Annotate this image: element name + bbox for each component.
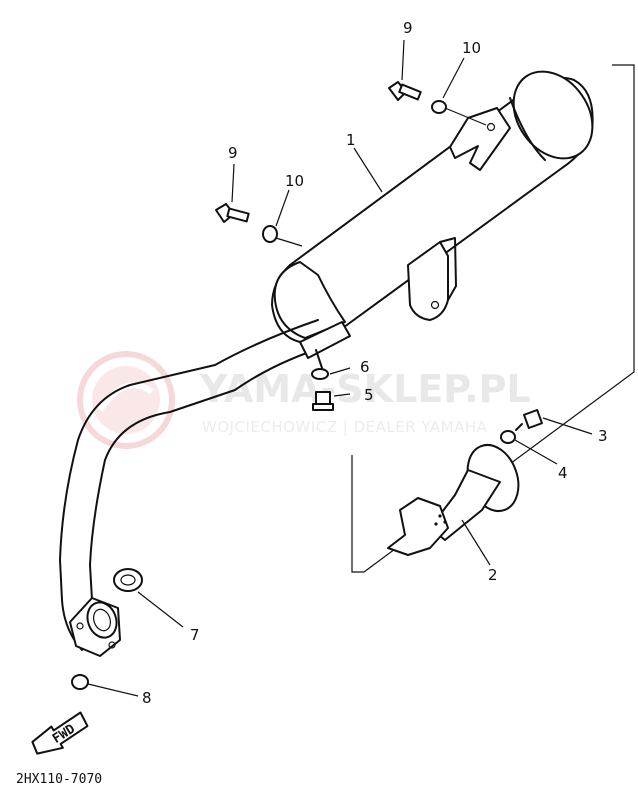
watermark-brand: YAMA-SKLEP.PL	[199, 367, 531, 411]
callout-9-front: 9	[228, 144, 238, 162]
diagram-code: 2HX110-7070	[16, 772, 102, 787]
spark-arrester	[387, 444, 520, 556]
washer-rear	[431, 100, 447, 114]
muffler	[271, 70, 594, 344]
clamp-bolt	[312, 391, 334, 411]
arrester-bolt	[515, 409, 543, 431]
callout-10-front: 10	[285, 172, 304, 190]
callout-9-rear: 9	[403, 19, 413, 37]
watermark-logo	[77, 351, 175, 449]
bolt-front	[215, 203, 250, 223]
exhaust-flange	[69, 597, 121, 657]
hardware	[71, 81, 543, 690]
leader-lines	[87, 39, 593, 697]
callout-6: 6	[360, 358, 370, 376]
arrester-washer	[500, 430, 516, 444]
callout-2: 2	[488, 566, 498, 584]
clamp-washer	[311, 368, 329, 380]
callout-3: 3	[598, 427, 608, 445]
watermark: YAMA-SKLEP.PL WOJCIECHOWICZ | DEALER YAM…	[77, 351, 531, 449]
callout-5: 5	[364, 386, 374, 404]
flange-nut	[71, 674, 89, 690]
callout-1: 1	[346, 131, 356, 149]
fwd-arrow: FWD	[31, 711, 89, 755]
exhaust-gasket	[113, 568, 143, 592]
callout-4: 4	[558, 464, 568, 482]
callout-labels: 1 2 3 4 5 6 7 8 9 10 9 10	[142, 19, 608, 707]
callout-7: 7	[190, 626, 200, 644]
bolt-rear	[388, 81, 422, 101]
washer-front	[262, 225, 278, 243]
callout-10-rear: 10	[462, 39, 481, 57]
watermark-dealer: WOJCIECHOWICZ | DEALER YAMAHA	[202, 418, 488, 436]
callout-8: 8	[142, 689, 152, 707]
